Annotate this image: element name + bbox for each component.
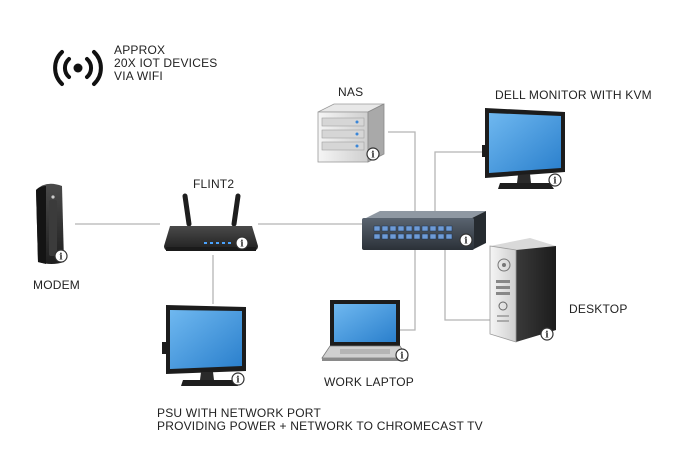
server-icon: i	[317, 103, 385, 163]
link-switch-nas	[388, 131, 416, 213]
switch-info-badge	[459, 233, 473, 247]
psu-monitor-icon: i	[162, 305, 246, 386]
wifi-note-line-3: VIA WIFI	[114, 69, 163, 83]
wifi-note-line-1: APPROX	[114, 43, 166, 57]
laptop-icon: i	[321, 300, 409, 362]
psu-monitor-label-line-1: PSU WITH NETWORK PORT	[157, 406, 321, 420]
laptop-info-badge	[395, 348, 409, 362]
nas-label: NAS	[338, 85, 364, 99]
dell-monitor-label: DELL MONITOR WITH KVM	[495, 88, 652, 102]
link-switch-dell-monitor	[434, 151, 483, 213]
router-info-badge	[235, 236, 249, 250]
flint2-label: FLINT2	[193, 177, 235, 191]
link-switch-work-laptop	[400, 248, 416, 331]
network-switch-icon: i	[362, 211, 486, 250]
psu-monitor-info-badge	[231, 372, 245, 386]
desktop-label: DESKTOP	[569, 302, 628, 316]
psu-monitor-label-line-2: PROVIDING POWER + NETWORK TO CHROMECAST …	[157, 419, 483, 433]
svg-text:i: i	[59, 253, 63, 263]
svg-text:i: i	[236, 376, 240, 386]
router-icon: i	[164, 193, 258, 251]
svg-text:i: i	[464, 237, 468, 247]
modem-info-badge	[54, 249, 68, 263]
dell-monitor-info-badge	[548, 173, 562, 187]
nas-info-badge	[366, 147, 380, 161]
svg-text:i: i	[371, 151, 375, 161]
wifi-note: APPROX 20X IOT DEVICES VIA WIFI	[114, 44, 217, 83]
dell-monitor-icon: i	[482, 108, 565, 189]
wifi-note-line-2: 20X IOT DEVICES	[114, 56, 218, 70]
desktop-info-badge	[540, 327, 554, 341]
svg-text:i: i	[553, 177, 557, 187]
svg-text:i: i	[545, 331, 549, 341]
modem-icon: i	[36, 183, 68, 264]
link-switch-desktop	[444, 248, 490, 321]
switch-ports	[373, 225, 453, 240]
connection-lines	[75, 131, 490, 331]
work-laptop-label: WORK LAPTOP	[324, 375, 414, 389]
modem-label: MODEM	[33, 278, 80, 292]
svg-text:i: i	[240, 240, 244, 250]
wifi-broadcast-icon	[53, 50, 103, 86]
desktop-tower-icon: i	[489, 238, 556, 343]
svg-text:i: i	[400, 352, 404, 362]
psu-monitor-label: PSU WITH NETWORK PORT PROVIDING POWER + …	[157, 407, 483, 433]
